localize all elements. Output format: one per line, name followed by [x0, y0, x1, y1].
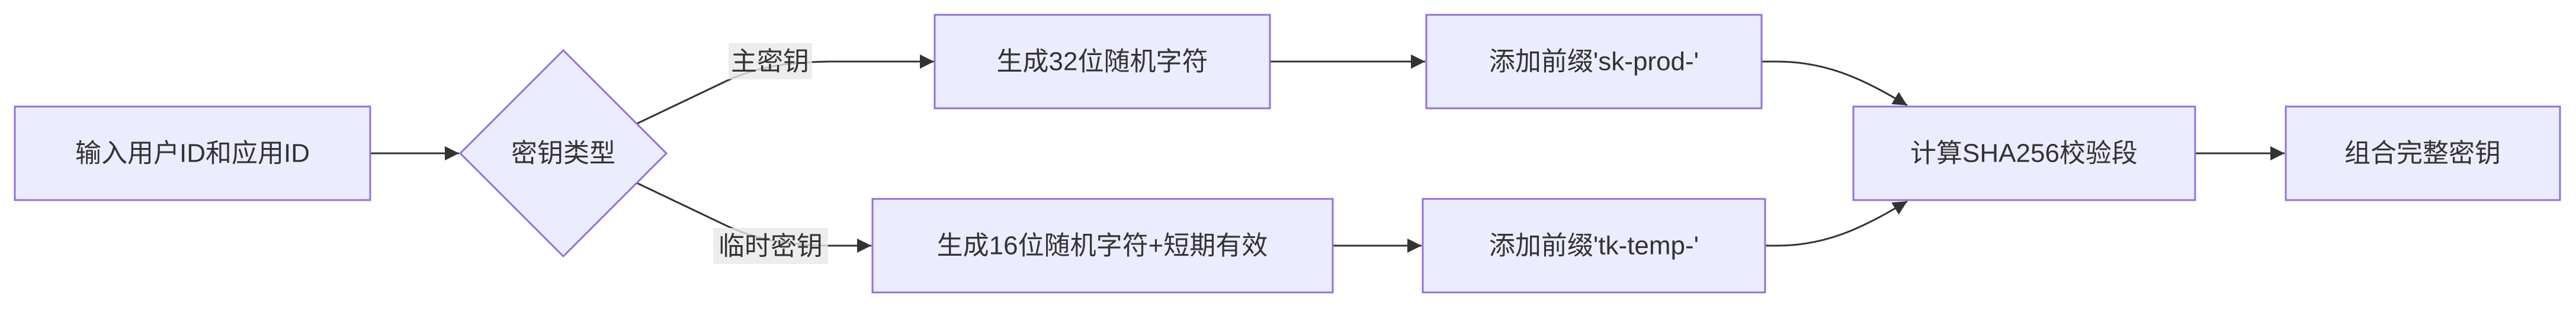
node-label: 生成32位随机字符 [997, 47, 1208, 76]
node-box [1425, 14, 1763, 110]
node-input-user-app-id: 输入用户ID和应用ID [14, 105, 371, 201]
node-box [2285, 105, 2561, 201]
edge-label-temp-key: 临时密钥 [713, 228, 828, 264]
node-box [871, 198, 1334, 294]
node-combine-full-key: 组合完整密钥 [2285, 105, 2561, 201]
node-box [1422, 198, 1766, 294]
edge-label-background [729, 43, 812, 79]
decision-diamond [458, 49, 668, 258]
node-add-prefix-tk-temp: 添加前缀'tk-temp-' [1422, 198, 1766, 294]
node-label: 组合完整密钥 [2344, 139, 2501, 168]
node-label: 生成16位随机字符+短期有效 [937, 231, 1268, 260]
node-box [14, 105, 371, 201]
node-label: 添加前缀'sk-prod-' [1489, 47, 1699, 76]
decision-label: 密钥类型 [511, 139, 615, 168]
node-box [1852, 105, 2196, 201]
edge-label-background [713, 228, 828, 264]
node-generate-16-chars-short-term: 生成16位随机字符+短期有效 [871, 198, 1334, 294]
node-add-prefix-sk-prod: 添加前缀'sk-prod-' [1425, 14, 1763, 110]
node-generate-32-chars: 生成32位随机字符 [933, 14, 1271, 110]
node-label: 添加前缀'tk-temp-' [1489, 231, 1699, 260]
decision-key-type: 密钥类型 [458, 49, 668, 258]
edge-label-text: 主密钥 [731, 47, 809, 76]
edge-label-master-key: 主密钥 [729, 43, 812, 79]
edge-label-text: 临时密钥 [718, 232, 823, 261]
edge-prefix-sk-to-sha256 [1762, 60, 1908, 107]
edge-prefix-tk-to-sha256 [1765, 200, 1908, 247]
node-box [933, 14, 1271, 110]
node-compute-sha256-checksum: 计算SHA256校验段 [1852, 105, 2196, 201]
node-label: 输入用户ID和应用ID [75, 139, 310, 168]
node-label: 计算SHA256校验段 [1910, 139, 2138, 168]
